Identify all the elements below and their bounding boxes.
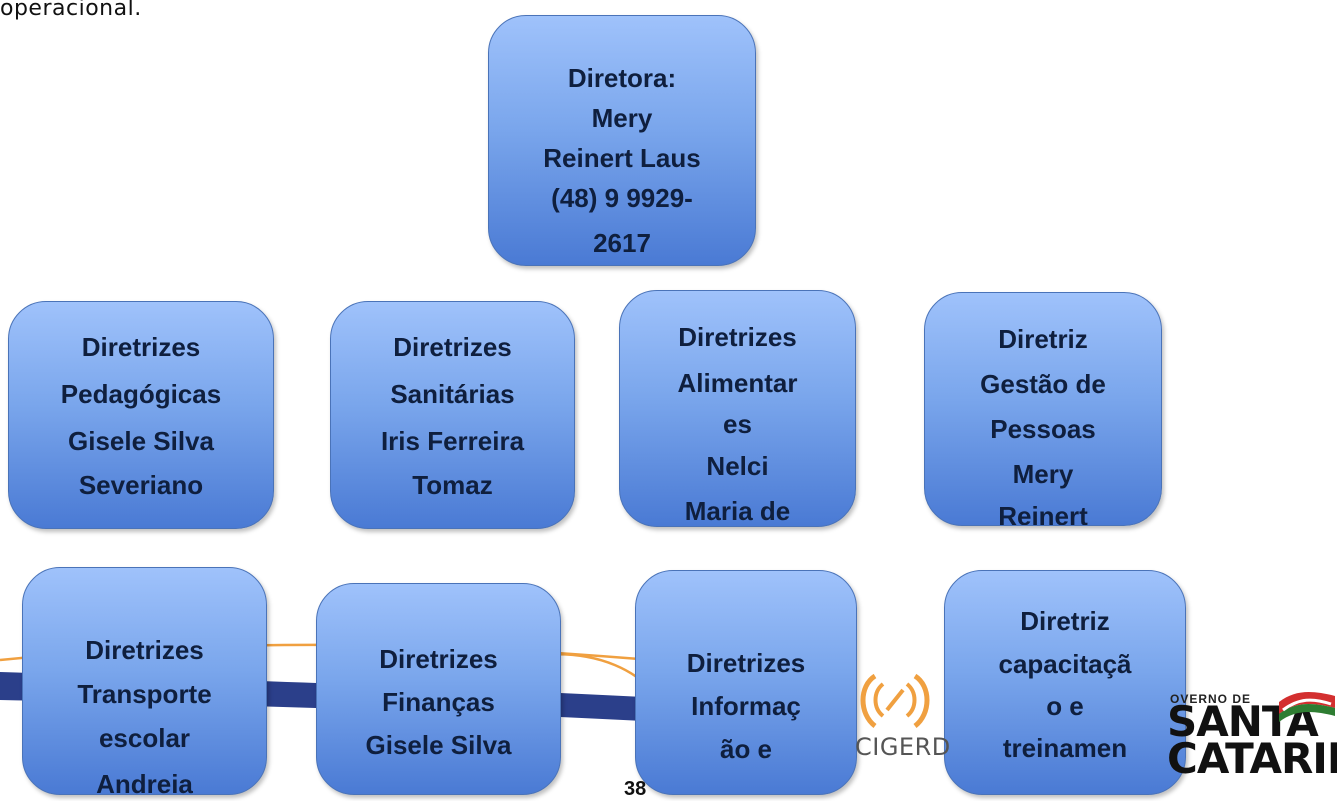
node-gestao-line: Diretriz [998, 324, 1088, 354]
node-gestao-line: Mery [1012, 459, 1074, 489]
node-sanitarias-line: Iris Ferreira [380, 426, 525, 456]
node-director: Diretora: Mery Reinert Laus (48) 9 9929-… [488, 15, 756, 266]
node-informacao-line: Informaç [691, 691, 801, 721]
node-gestao-line: Pessoas [990, 414, 1096, 444]
node-director-line: Diretora: [567, 63, 677, 93]
node-gestao-pessoas: Diretriz Gestão de Pessoas Mery Reinert [924, 292, 1162, 526]
node-gestao-line: Gestão de [980, 369, 1106, 399]
node-financas-line: Finanças [382, 687, 495, 717]
node-pedagogicas: Diretrizes Pedagógicas Gisele Silva Seve… [8, 301, 274, 529]
node-capacitacao-line: o e [1046, 691, 1084, 721]
sc-logo-top-text: OVERNO DE [1170, 692, 1252, 706]
node-pedagogicas-line: Gisele Silva [68, 426, 214, 456]
node-informacao-line: ão e [719, 734, 773, 764]
node-transporte-line: escolar [98, 723, 191, 753]
node-transporte-line: Andreia [96, 769, 193, 795]
node-pedagogicas-line: Severiano [78, 470, 204, 500]
cigerd-logo-text: CIGERD [855, 733, 951, 761]
node-pedagogicas-line: Diretrizes [81, 332, 201, 362]
node-alimentares: Diretrizes Alimentar es Nelci Maria de [619, 290, 856, 527]
node-capacitacao-line: Diretriz [1020, 606, 1110, 636]
node-alimentares-line: Alimentar [677, 368, 798, 398]
node-transporte: Diretrizes Transporte escolar Andreia [22, 567, 267, 795]
node-alimentares-line: Diretrizes [678, 322, 797, 352]
node-financas-line: Diretrizes [379, 644, 498, 674]
sc-flag-icon [1279, 692, 1335, 722]
node-director-line: 2617 [593, 228, 651, 258]
node-alimentares-line: Nelci [706, 451, 769, 481]
node-director-line: (48) 9 9929- [551, 183, 693, 213]
node-pedagogicas-line: Pedagógicas [60, 379, 222, 409]
node-director-line: Reinert Laus [543, 143, 701, 173]
node-informacao-line: Diretrizes [686, 648, 806, 678]
node-transporte-line: Transporte [77, 679, 212, 709]
cigerd-logo-icon [860, 673, 930, 728]
node-capacitacao-line: treinamen [1002, 733, 1128, 763]
node-alimentares-line: es [723, 409, 752, 439]
intro-text: operacional. [0, 0, 142, 21]
page-number: 38 [624, 778, 647, 800]
node-gestao-line: Reinert [998, 501, 1088, 526]
node-alimentares-line: Maria de [684, 496, 791, 526]
node-director-line: Mery [591, 103, 653, 133]
node-transporte-line: Diretrizes [85, 635, 204, 665]
node-informacao: Diretrizes Informaç ão e [635, 570, 857, 795]
node-financas: Diretrizes Finanças Gisele Silva [316, 583, 561, 795]
node-capacitacao: Diretriz capacitaçã o e treinamen [944, 570, 1186, 795]
node-sanitarias: Diretrizes Sanitárias Iris Ferreira Toma… [330, 301, 575, 529]
node-sanitarias-line: Tomaz [412, 470, 493, 500]
node-financas-line: Gisele Silva [365, 730, 512, 760]
sc-logo-line2: CATARINA [1167, 734, 1337, 783]
node-sanitarias-line: Sanitárias [390, 379, 515, 409]
node-sanitarias-line: Diretrizes [393, 332, 512, 362]
node-capacitacao-line: capacitaçã [998, 649, 1132, 679]
